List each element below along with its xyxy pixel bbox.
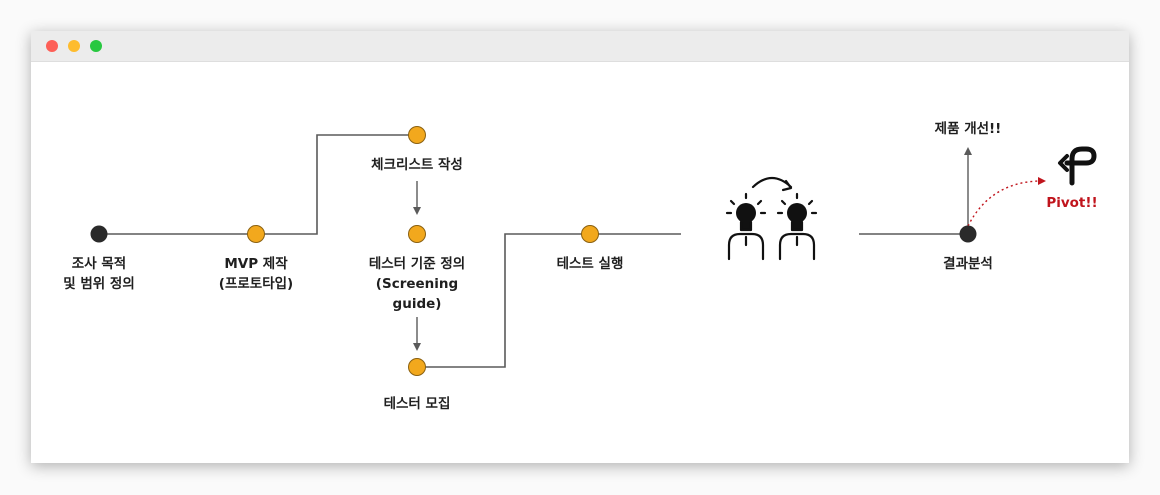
- pivot-turn-icon: [1058, 146, 1097, 186]
- label-define: 조사 목적 및 범위 정의: [63, 256, 135, 292]
- process-diagram: [90, 126, 1097, 376]
- browser-window: 조사 목적 및 범위 정의 MVP 제작 (프로토타입) 체크리스트 작성 테스…: [31, 31, 1129, 463]
- label-criteria: 테스터 기준 정의 (Screening guide): [368, 256, 466, 312]
- node-mvp: [247, 225, 265, 243]
- arrow-analysis-to-pivot: [967, 177, 1046, 227]
- node-define: [90, 225, 108, 243]
- label-checklist: 체크리스트 작성: [371, 157, 463, 173]
- node-checklist: [408, 126, 426, 144]
- label-mvp: MVP 제작 (프로토타입): [218, 256, 294, 292]
- label-pivot: Pivot!!: [1046, 195, 1098, 211]
- node-analysis: [959, 225, 977, 243]
- zoom-window-button[interactable]: [90, 40, 102, 52]
- window-titlebar: [31, 31, 1129, 62]
- node-run: [581, 225, 599, 243]
- label-recruit: 테스터 모집: [383, 396, 451, 412]
- close-window-button[interactable]: [46, 40, 58, 52]
- label-run: 테스트 실행: [556, 256, 624, 272]
- label-analysis: 결과분석: [943, 256, 993, 272]
- flow-line-main: [99, 134, 417, 235]
- label-improve: 제품 개선!!: [934, 121, 1002, 137]
- node-recruit: [408, 358, 426, 376]
- testers-brainstorm-icon: [725, 176, 818, 261]
- node-criteria: [408, 225, 426, 243]
- minimize-window-button[interactable]: [68, 40, 80, 52]
